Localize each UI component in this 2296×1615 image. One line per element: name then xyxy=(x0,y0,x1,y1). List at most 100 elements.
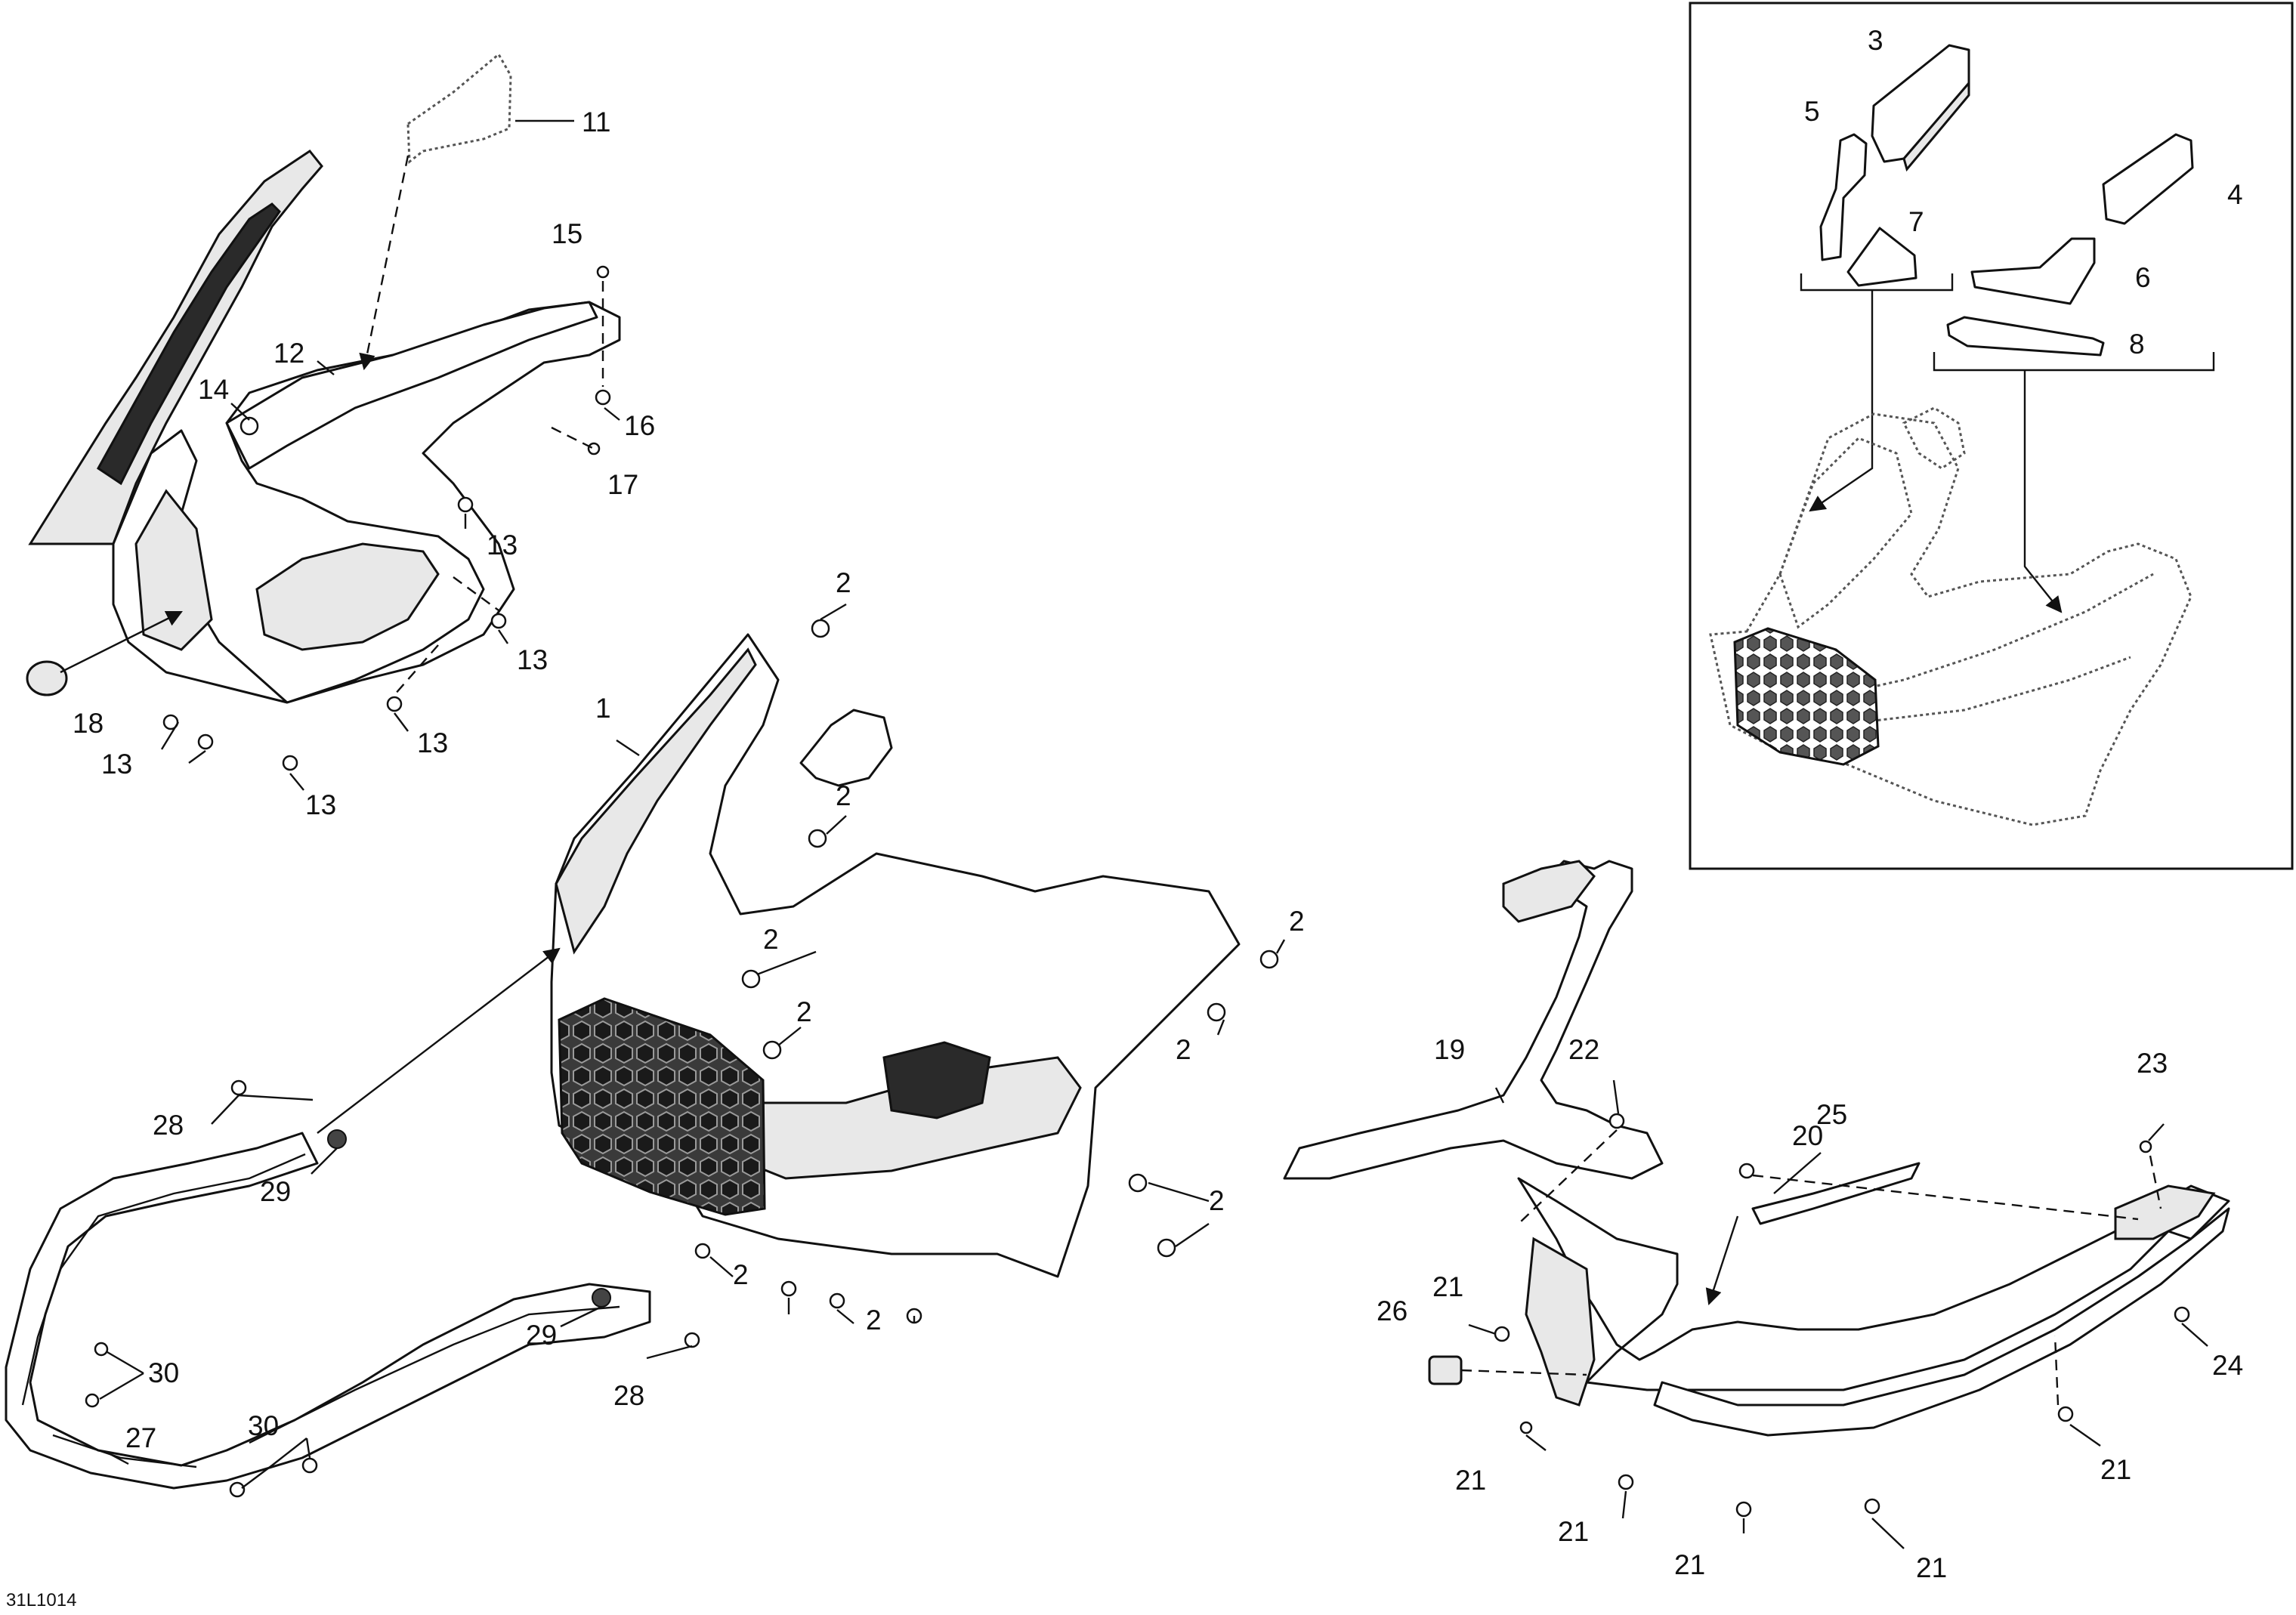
fastener-21-a xyxy=(1494,1326,1510,1342)
part-19-bracket xyxy=(1283,860,1664,1180)
callout-2-d: 2 xyxy=(796,996,812,1027)
fastener-23 xyxy=(2139,1140,2152,1153)
callout-7: 7 xyxy=(1908,206,1924,237)
callout-21-b: 21 xyxy=(1455,1465,1486,1496)
fastener-30-b xyxy=(85,1393,100,1408)
part-6-cap xyxy=(1970,237,2096,305)
fastener-29-top xyxy=(327,1129,347,1149)
part-27-bumper xyxy=(5,1132,651,1490)
callout-labels: 3 5 7 4 6 8 11 12 14 15 16 17 13 13 13 1… xyxy=(6,25,2243,1610)
fastener-21-b xyxy=(1519,1421,1533,1434)
fastener-15 xyxy=(596,265,610,279)
fastener-29-bottom xyxy=(592,1288,611,1308)
part-11-decal xyxy=(406,52,512,164)
fastener-13-c xyxy=(386,696,403,712)
part-7-cap xyxy=(1846,227,1917,287)
callout-2-g: 2 xyxy=(1209,1185,1225,1216)
lower-right-side xyxy=(1525,1237,1596,1407)
callout-21-d: 21 xyxy=(1674,1549,1705,1580)
fastener-16 xyxy=(595,389,611,406)
fastener-28-top xyxy=(230,1079,247,1096)
callout-18: 18 xyxy=(73,708,104,739)
part-3-side xyxy=(1902,79,1970,172)
callout-6: 6 xyxy=(2135,262,2151,293)
reference-code: 31L1014 xyxy=(6,1590,76,1610)
inset-panel xyxy=(1689,2,2294,870)
callout-8: 8 xyxy=(2129,329,2145,360)
part-27-bumper-inner xyxy=(21,1153,620,1468)
fastener-30-c xyxy=(229,1481,246,1498)
fastener-21-e xyxy=(1864,1498,1880,1515)
callout-29-bottom: 29 xyxy=(526,1320,557,1351)
arrow-right-group xyxy=(2023,370,2063,613)
part-19-bracket-top xyxy=(1502,860,1596,923)
callout-2-b: 2 xyxy=(836,780,851,811)
part-4-cap xyxy=(2102,133,2194,225)
lower-right-body xyxy=(1517,1177,2230,1391)
callout-26: 26 xyxy=(1377,1295,1408,1326)
callout-12: 12 xyxy=(273,338,304,369)
callout-17: 17 xyxy=(607,469,638,500)
upper-body-shade xyxy=(134,489,213,651)
fastener-24 xyxy=(2174,1306,2190,1323)
callout-22: 22 xyxy=(1568,1034,1599,1065)
callout-13-c: 13 xyxy=(417,727,448,758)
fastener-21-f xyxy=(2057,1406,2074,1422)
callout-25: 25 xyxy=(1816,1099,1847,1130)
fastener-2-g xyxy=(1128,1173,1148,1193)
inset-frame xyxy=(1689,2,2294,870)
callout-2-c: 2 xyxy=(763,924,779,955)
fastener-22 xyxy=(1608,1113,1625,1129)
callout-28-bottom: 28 xyxy=(613,1380,644,1411)
part-1-left-arm xyxy=(555,647,757,955)
callout-3: 3 xyxy=(1868,25,1883,56)
callout-16: 16 xyxy=(624,410,655,441)
bracket-left xyxy=(1800,273,1954,292)
callout-5: 5 xyxy=(1804,96,1820,127)
lower-right-assembly xyxy=(1283,860,2230,1437)
callout-24: 24 xyxy=(2212,1350,2243,1381)
fastener-13-f xyxy=(282,755,298,771)
upper-body-inner xyxy=(255,542,440,651)
callout-21-a: 21 xyxy=(1432,1271,1463,1302)
fastener-2-a xyxy=(811,619,830,638)
fastener-2-e xyxy=(1259,950,1279,969)
fasteners xyxy=(26,265,2190,1518)
part-1-side-panel xyxy=(882,1041,991,1119)
callout-4: 4 xyxy=(2227,179,2243,210)
fastener-25 xyxy=(1738,1163,1755,1179)
fastener-2-c xyxy=(741,969,761,989)
callout-27: 27 xyxy=(125,1422,156,1453)
callout-2-f: 2 xyxy=(1176,1034,1191,1065)
fastener-13-b xyxy=(490,613,507,629)
callout-14: 14 xyxy=(198,374,229,405)
part-18-plug xyxy=(26,660,68,696)
callout-19: 19 xyxy=(1434,1034,1465,1065)
inset-ghost-lower xyxy=(1835,573,2154,727)
callout-29-top: 29 xyxy=(260,1176,291,1207)
callout-21-f: 21 xyxy=(2100,1454,2131,1485)
callout-15: 15 xyxy=(552,218,582,249)
fastener-30-a xyxy=(94,1342,109,1357)
fastener-14 xyxy=(239,416,259,436)
upper-cowl-assembly xyxy=(28,52,621,704)
fastener-28-bottom xyxy=(684,1332,700,1348)
bracket-right xyxy=(1933,352,2215,372)
lower-right-ski-nose xyxy=(1653,1207,2230,1437)
fastener-21-c xyxy=(1618,1474,1634,1490)
fastener-2-j xyxy=(780,1280,797,1297)
lower-right-tip xyxy=(2114,1184,2216,1240)
upper-left-arm-strip xyxy=(97,202,281,486)
fastener-2-b xyxy=(808,829,827,848)
inset-ghost-grille xyxy=(1733,627,1880,766)
fastener-13-e xyxy=(197,733,214,750)
callout-2-h: 2 xyxy=(733,1259,749,1290)
belly-pan-assembly xyxy=(550,633,1241,1278)
fastener-2-i xyxy=(694,1243,711,1259)
part-1-grille xyxy=(558,997,766,1216)
callout-1: 1 xyxy=(595,693,611,724)
fastener-2-d xyxy=(762,1040,782,1060)
fastener-21-d xyxy=(1735,1501,1752,1518)
upper-body-rail xyxy=(225,301,598,470)
callout-20: 20 xyxy=(1792,1120,1823,1151)
